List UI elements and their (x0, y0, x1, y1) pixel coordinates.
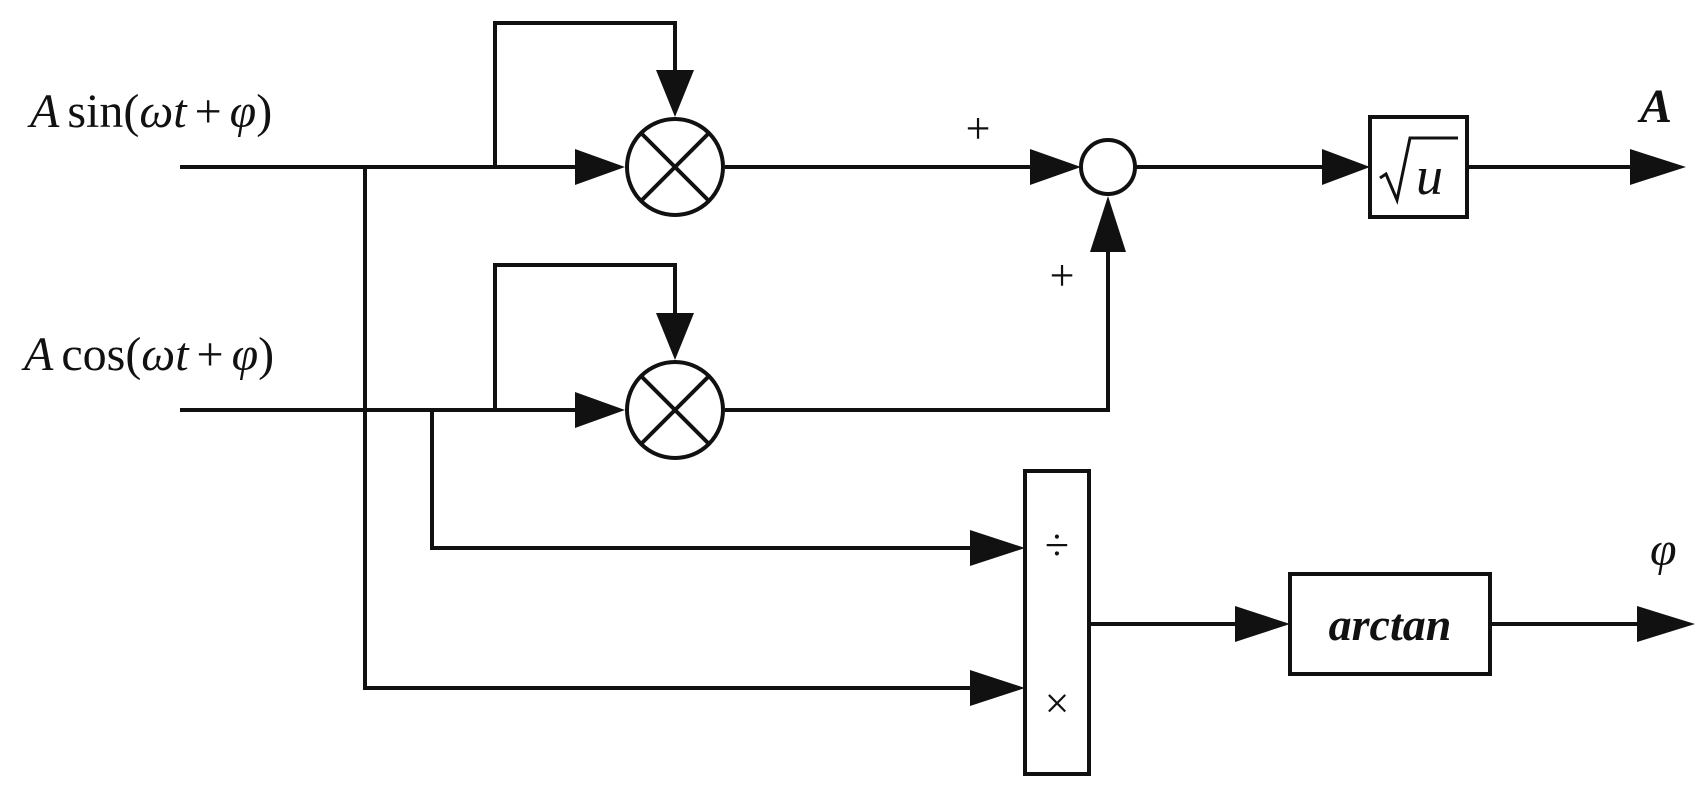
sin-branch-wire (363, 167, 970, 690)
arrow-bottom-feedback (656, 313, 694, 360)
radical-sign-icon (1379, 136, 1458, 205)
amplitude-output-label: A (1637, 80, 1672, 133)
arrow-into-bottom-multiplier (575, 392, 625, 428)
arrow-into-multiply-input (970, 670, 1025, 706)
arctan-block: arctan (1288, 572, 1492, 676)
arrow-into-sum-top (1030, 149, 1081, 185)
top-multiplier (625, 117, 725, 217)
divide-sign: ÷ (1045, 521, 1069, 570)
bottom-multiplier (625, 360, 725, 460)
sqrt-block: u (1368, 115, 1469, 219)
divide-multiply-block: ÷ × (1023, 469, 1091, 776)
arctan-label: arctan (1329, 599, 1452, 650)
sum-top-sign: + (966, 104, 991, 153)
arrow-into-sum-bottom (1090, 196, 1126, 252)
arrow-output-amplitude (1630, 149, 1686, 185)
multiply-sign: × (1045, 679, 1070, 728)
cos-square-feedback-wire (493, 263, 677, 410)
sin-square-feedback-wire (493, 21, 677, 167)
square-cos-to-sum-wire (725, 252, 1110, 412)
arrow-into-arctan (1235, 606, 1290, 642)
arrow-output-phase (1637, 606, 1695, 642)
arrow-into-top-multiplier (575, 149, 625, 185)
arrow-into-sqrt (1322, 149, 1370, 185)
arrow-into-divide-input (970, 530, 1025, 566)
cos-branch-wire (430, 410, 970, 550)
arrow-top-feedback (656, 70, 694, 117)
phase-output-label: φ (1650, 523, 1677, 576)
summing-junction (1079, 138, 1137, 196)
sum-bottom-sign: + (1050, 251, 1075, 300)
sqrt-radicand: u (1416, 146, 1443, 206)
